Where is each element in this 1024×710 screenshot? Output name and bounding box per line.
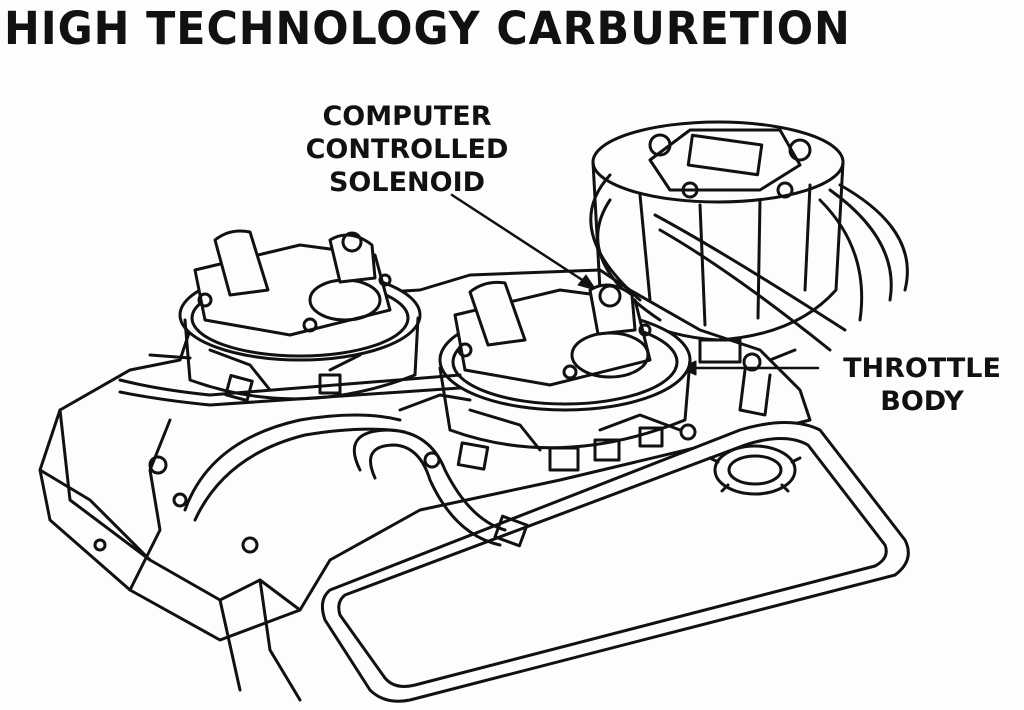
callout-line: CONTROLLED: [305, 134, 509, 165]
computer-controlled-solenoid: [588, 283, 637, 336]
distributor: [589, 120, 909, 417]
callout-computer-controlled-solenoid: COMPUTER CONTROLLED SOLENOID: [282, 100, 532, 199]
callout-line: COMPUTER: [322, 101, 492, 132]
callout-line: BODY: [880, 386, 964, 417]
carburetor-right: [423, 280, 697, 472]
solenoid-arrowhead: [577, 274, 597, 291]
valve-cover: [320, 421, 910, 703]
callout-line: THROTTLE: [843, 353, 1001, 384]
callout-line: SOLENOID: [328, 167, 486, 198]
callout-throttle-body: THROTTLE BODY: [822, 352, 1022, 418]
engine-block: [38, 268, 812, 702]
diagram-title: HIGH TECHNOLOGY CARBURETION: [4, 2, 851, 55]
oil-filler-cap: [713, 444, 797, 496]
vacuum-hoses: [118, 353, 529, 548]
carburetor-left: [178, 229, 422, 403]
